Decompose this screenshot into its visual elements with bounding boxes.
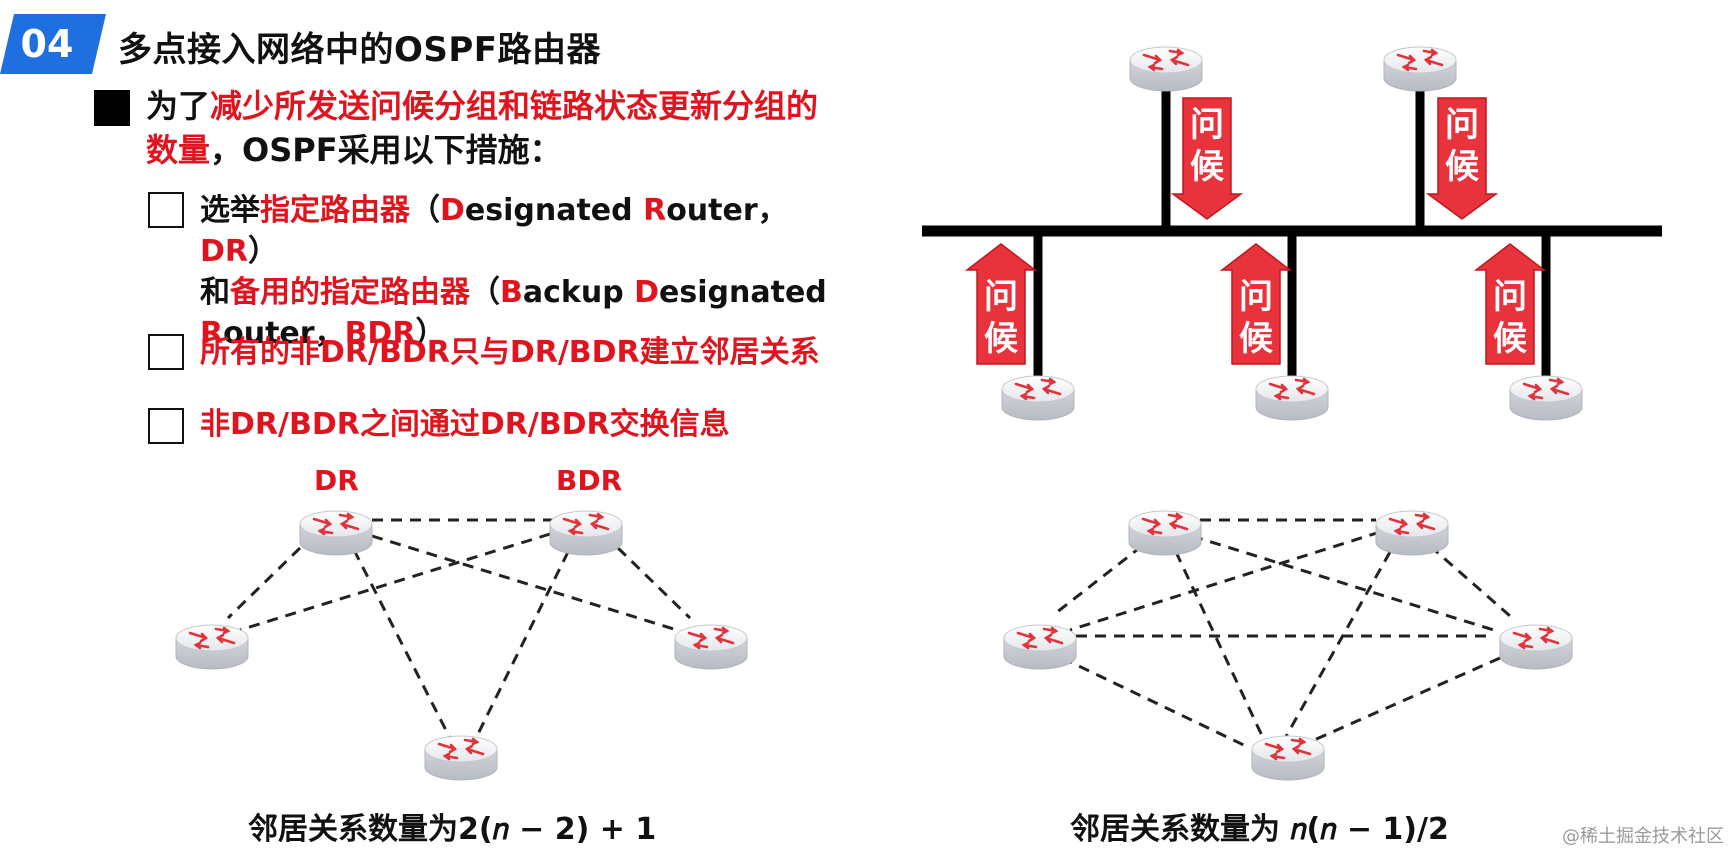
intro-text: 为了减少所发送问候分组和链路状态更新分组的数量，OSPF采用以下措施： [146, 84, 846, 172]
svg-text:候: 候 [1493, 319, 1528, 359]
bdr-label: BDR [556, 464, 623, 497]
router-icon [673, 623, 749, 671]
section-number: 04 [20, 22, 74, 66]
adjacency-link [1429, 544, 1511, 618]
dr-label: DR [314, 464, 359, 497]
measure-3-checkbox[interactable] [148, 408, 184, 444]
measure-3-text: 非DR/BDR之间通过DR/BDR交换信息 [200, 407, 730, 442]
adjacency-link [239, 532, 551, 632]
router-icon [1382, 45, 1458, 93]
adjacency-link [1282, 551, 1392, 741]
intro-suffix: ，OSPF采用以下措施： [210, 131, 562, 169]
router-icon [1127, 509, 1203, 557]
svg-text:问: 问 [1190, 105, 1224, 145]
router-icon [1250, 734, 1326, 782]
adjacency-link [1069, 530, 1381, 632]
router-icon [423, 734, 499, 782]
svg-text:问: 问 [1239, 277, 1273, 317]
hello-packet-up-arrow: 问 候 [964, 243, 1038, 365]
adjacency-link [472, 551, 570, 743]
adjacency-link [226, 546, 302, 620]
measure-2-text: 所有的非DR/BDR只与DR/BDR建立邻居关系 [200, 335, 820, 370]
intro-prefix: 为了 [146, 87, 211, 125]
svg-text:候: 候 [1239, 319, 1274, 359]
dr-bdr-adjacency-diagram [226, 518, 692, 743]
right-diagram-caption: 邻居关系数量为 𝑛(𝑛 − 1)/2 [1070, 812, 1449, 847]
adjacency-link [371, 534, 691, 636]
bdr-router-icon [548, 509, 624, 557]
broadcast-network-diagram: 问 候 问 候 问 候 问 候 问 候 [922, 45, 1662, 422]
adjacency-link [616, 546, 692, 620]
hello-packet-up-arrow: 问 候 [1473, 243, 1547, 365]
router-icon [1128, 45, 1204, 93]
router-icon [1254, 374, 1330, 422]
router-icon [1002, 623, 1078, 671]
watermark: @稀土掘金技术社区 [1562, 826, 1724, 847]
router-icon [1000, 374, 1076, 422]
adjacency-link [1174, 551, 1266, 741]
svg-text:候: 候 [984, 319, 1019, 359]
dr-router-icon [298, 509, 374, 557]
section-number-badge: 04 [0, 14, 106, 74]
page-title: 多点接入网络中的OSPF路由器 [118, 30, 602, 70]
intro-highlight: 减少所发送问候分组和链路状态更新分组的数量 [146, 87, 819, 169]
router-icon [1498, 623, 1574, 671]
svg-text:问: 问 [1445, 105, 1479, 145]
adjacency-link [1295, 656, 1501, 750]
svg-text:问: 问 [1493, 277, 1527, 317]
hello-packet-down-arrow: 问 候 [1425, 97, 1499, 220]
adjacency-link [1191, 534, 1501, 634]
bullet-square-icon [94, 90, 130, 126]
router-icon [174, 623, 250, 671]
svg-text:候: 候 [1445, 147, 1480, 187]
adjacency-link [1061, 656, 1251, 750]
router-icon [1374, 509, 1450, 557]
svg-text:候: 候 [1190, 147, 1225, 187]
router-icon [1508, 374, 1584, 422]
adjacency-link [352, 549, 454, 743]
left-diagram-caption: 邻居关系数量为2(𝑛 − 2) + 1 [248, 812, 657, 847]
hello-packet-down-arrow: 问 候 [1170, 97, 1244, 220]
measure-1-checkbox[interactable] [148, 192, 184, 228]
adjacency-link [1051, 544, 1143, 618]
full-mesh-adjacency-diagram [1051, 518, 1511, 750]
measure-2-checkbox[interactable] [148, 334, 184, 370]
hello-packet-up-arrow: 问 候 [1219, 243, 1293, 365]
svg-text:问: 问 [984, 277, 1018, 317]
measure-1-text: 选举指定路由器（Designated Router，DR） 和备用的指定路由器（… [200, 193, 827, 351]
